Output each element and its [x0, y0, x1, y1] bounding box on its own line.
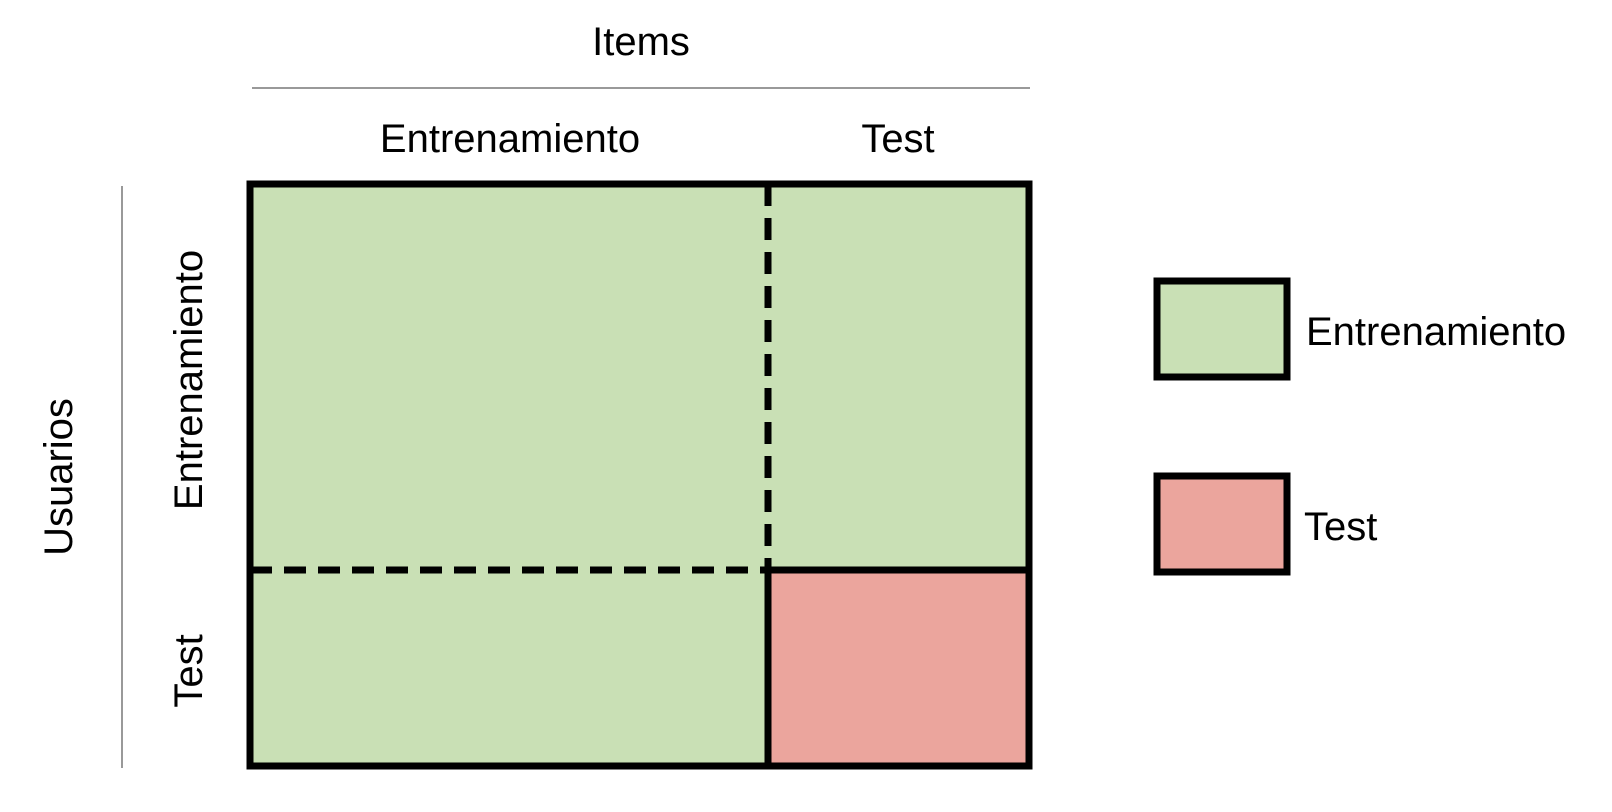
columns-title: Items [592, 20, 690, 64]
column-label-test: Test [861, 117, 934, 161]
legend-label-test: Test [1304, 505, 1377, 549]
matrix-outer-border [246, 180, 1033, 770]
row-label-test: Test [167, 634, 211, 707]
legend-swatch-test [1153, 472, 1291, 576]
column-label-entrenamiento: Entrenamiento [380, 117, 640, 161]
cell-train-users-train-items [250, 184, 768, 570]
cell-test-users-train-items [250, 570, 768, 766]
cell-test-users-test-items [768, 570, 1029, 766]
cell-train-users-test-items [768, 184, 1029, 570]
legend-swatch-entrenamiento [1153, 277, 1291, 381]
row-label-entrenamiento: Entrenamiento [167, 250, 211, 510]
legend: Entrenamiento Test [1153, 277, 1566, 576]
rows-title: Usuarios [37, 398, 81, 556]
legend-label-entrenamiento: Entrenamiento [1306, 310, 1566, 354]
